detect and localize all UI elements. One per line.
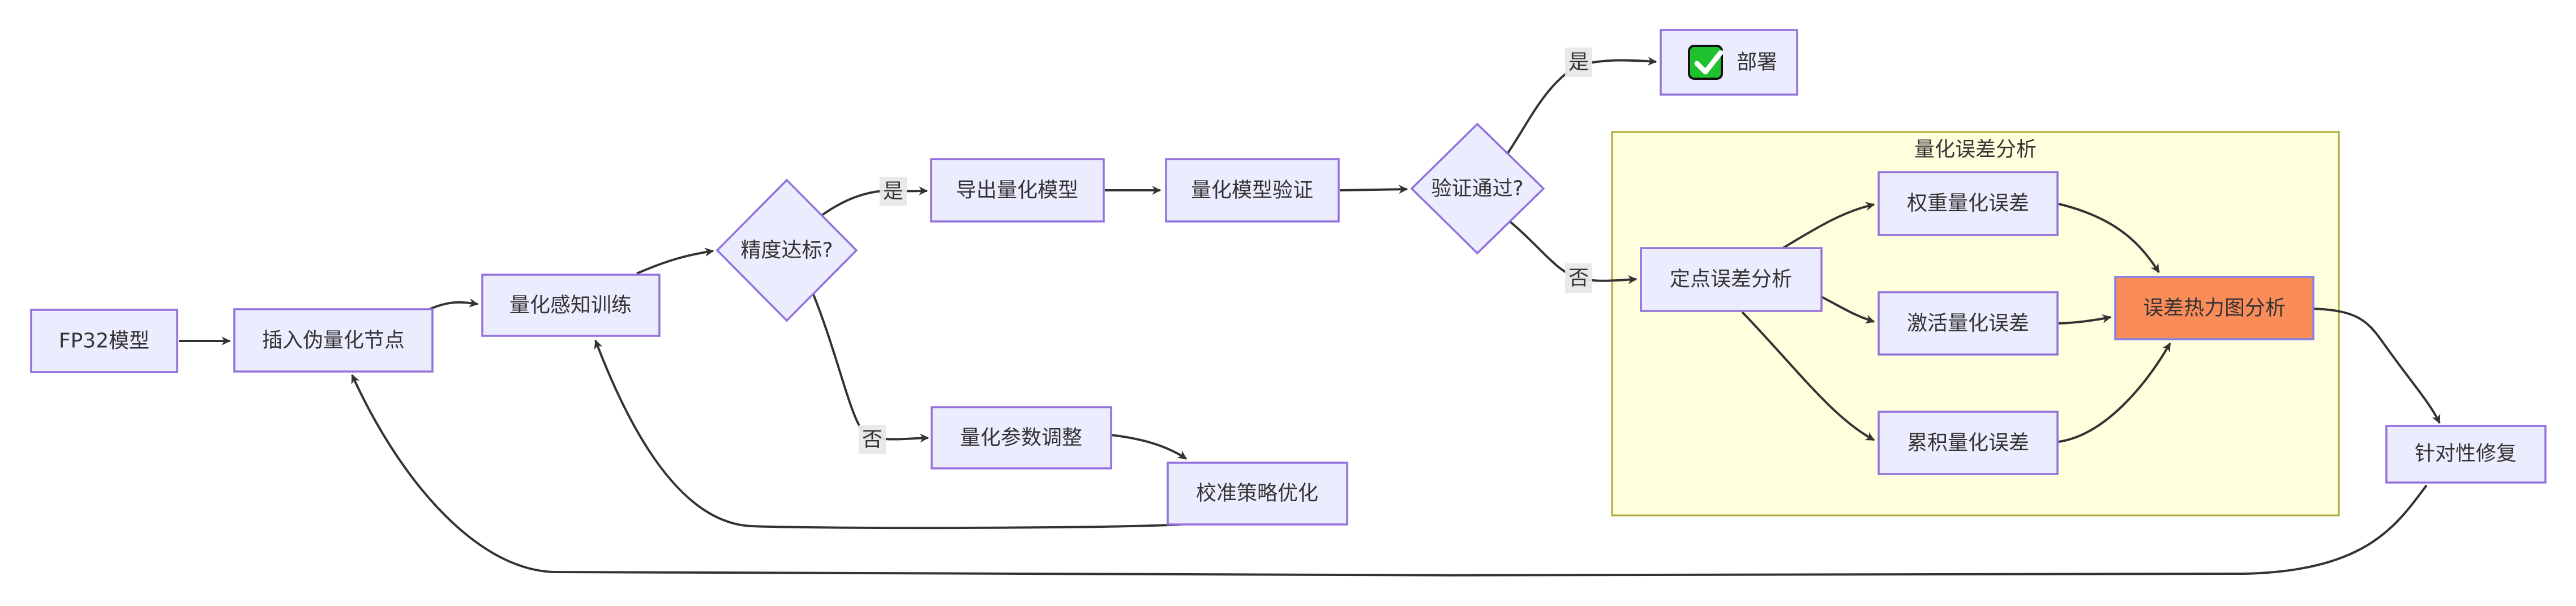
node-heatmap-analysis-box [2114, 276, 2314, 340]
edge-label-bg [1565, 263, 1592, 293]
node-accuracy-check: 精度达标? [715, 178, 858, 322]
node-activation-error-label: 激活量化误差 [1907, 312, 2029, 335]
edge-accuracy-no-to-param-adjust [812, 294, 929, 443]
node-activation-error-box [1878, 291, 2059, 356]
edge-activation-to-heatmap [2058, 314, 2112, 325]
edge-accuracy-yes-to-export [821, 186, 928, 216]
node-fixed-point-analysis-box [1640, 247, 1823, 312]
node-param-adjust-label: 量化参数调整 [960, 426, 1082, 450]
node-qat-box [481, 274, 661, 337]
node-accuracy-check-label: 精度达标? [740, 239, 833, 262]
node-weight-error-box [1878, 171, 2059, 236]
svg-text:否: 否 [1568, 267, 1589, 290]
edge-label-bg [1565, 48, 1592, 77]
node-insert-fake-quant-label: 插入伪量化节点 [262, 329, 405, 352]
edge-accumulated-to-heatmap [2058, 342, 2171, 443]
edge-validate-to-validation-check [1339, 185, 1408, 194]
node-validate-model-box [1165, 158, 1340, 223]
node-export-model: 导出量化模型 [930, 158, 1105, 223]
node-calib-opt: 校准策略优化 [1167, 462, 1348, 526]
svg-text:否: 否 [862, 428, 882, 451]
node-validation-check-diamond [1410, 122, 1545, 255]
edge-labels-layer: 是 否 是 否 [859, 48, 1592, 454]
node-heatmap-analysis-label: 误差热力图分析 [2143, 297, 2286, 320]
node-qat-label: 量化感知训练 [509, 294, 632, 317]
node-targeted-fix-box [2385, 425, 2547, 484]
node-activation-error: 激活量化误差 [1878, 291, 2059, 356]
node-fp32-box [30, 309, 178, 373]
node-validation-check-label: 验证通过? [1431, 177, 1523, 200]
node-qat: 量化感知训练 [481, 274, 661, 337]
edge-calib-opt-to-qat [594, 339, 1182, 530]
node-accumulated-error-box [1878, 411, 2059, 475]
node-insert-fake-quant: 插入伪量化节点 [233, 308, 434, 373]
edge-weight-to-heatmap [2058, 203, 2160, 274]
node-validation-check: 验证通过? [1410, 122, 1545, 255]
node-fp32-label: FP32模型 [59, 330, 149, 353]
node-calib-opt-box [1167, 462, 1348, 526]
nodes-layer: FP32模型 插入伪量化节点 量化感知训练 精度达标? 导出量化模型 量化模型验… [30, 29, 2547, 526]
node-targeted-fix: 针对性修复 [2385, 425, 2547, 484]
node-insert-fake-quant-box [233, 308, 434, 373]
edge-fixed-point-to-weight [1782, 202, 1875, 249]
node-calib-opt-label: 校准策略优化 [1196, 482, 1318, 505]
svg-text:是: 是 [1568, 51, 1589, 74]
edge-label-validation-no: 否 [1565, 263, 1592, 293]
edge-fixed-point-to-activation [1821, 296, 1875, 324]
node-export-model-box [930, 158, 1105, 223]
edge-label-bg [880, 177, 907, 206]
node-accumulated-error: 累积量化误差 [1878, 411, 2059, 475]
edge-label-bg [859, 425, 886, 454]
node-export-model-label: 导出量化模型 [956, 179, 1078, 202]
node-weight-error: 权重量化误差 [1878, 171, 2059, 236]
edge-targeted-fix-to-insert [351, 374, 2428, 577]
node-targeted-fix-label: 针对性修复 [2415, 442, 2517, 466]
subgraph-title: 量化误差分析 [1914, 138, 2037, 161]
node-accuracy-check-diamond [715, 178, 858, 322]
edge-label-accuracy-yes: 是 [880, 177, 907, 206]
node-fp32: FP32模型 [30, 309, 178, 373]
edge-insert-to-qat [425, 298, 479, 312]
svg-text:是: 是 [883, 180, 903, 203]
edge-label-accuracy-no: 否 [859, 425, 886, 454]
node-param-adjust-box [931, 406, 1112, 470]
node-fixed-point-analysis: 定点误差分析 [1640, 247, 1823, 312]
node-param-adjust: 量化参数调整 [931, 406, 1112, 470]
node-deploy: 部署 [1660, 29, 1798, 96]
edge-param-adjust-to-calib-opt [1111, 434, 1188, 460]
check-mark-icon [1688, 45, 1724, 80]
node-validate-model-label: 量化模型验证 [1191, 179, 1313, 202]
edge-heatmap-to-targeted-fix [2313, 308, 2441, 424]
node-validate-model: 量化模型验证 [1165, 158, 1340, 223]
node-accumulated-error-label: 累积量化误差 [1907, 432, 2029, 455]
node-heatmap-analysis: 误差热力图分析 [2114, 276, 2314, 340]
node-fixed-point-analysis-label: 定点误差分析 [1670, 268, 1792, 291]
edge-qat-to-accuracy-check [636, 247, 714, 275]
edge-label-validation-yes: 是 [1565, 48, 1592, 77]
edge-fixed-point-to-accumulated [1741, 311, 1875, 441]
node-deploy-label: 部署 [1737, 51, 1777, 74]
node-deploy-box [1660, 29, 1798, 96]
node-weight-error-label: 权重量化误差 [1907, 192, 2029, 215]
